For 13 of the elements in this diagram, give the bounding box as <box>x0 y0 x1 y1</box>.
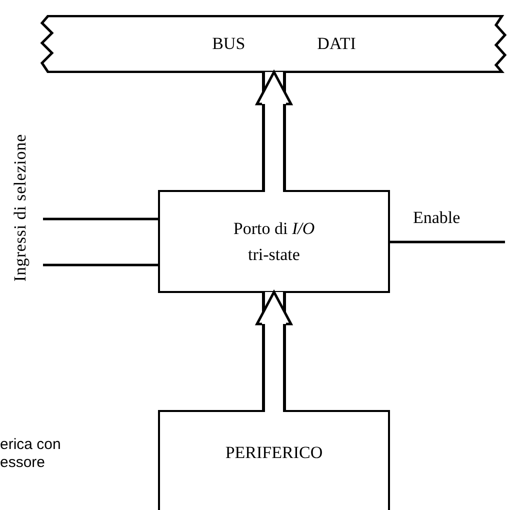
block-box <box>158 190 390 293</box>
signal-line <box>43 218 159 220</box>
text-label: essore <box>0 453 46 473</box>
text-label: Ingressi di selezione <box>9 132 30 284</box>
bus-label: DATI <box>317 33 356 56</box>
block-label: PERIFERICO <box>224 442 324 464</box>
text-label: Enable <box>413 207 460 229</box>
bus-label: BUS <box>212 33 246 56</box>
signal-line <box>389 240 505 244</box>
text-label: erica con <box>0 435 61 455</box>
signal-line <box>43 264 159 266</box>
block-label: Porto di I/O tri-state <box>232 218 316 266</box>
block-box <box>158 410 390 510</box>
